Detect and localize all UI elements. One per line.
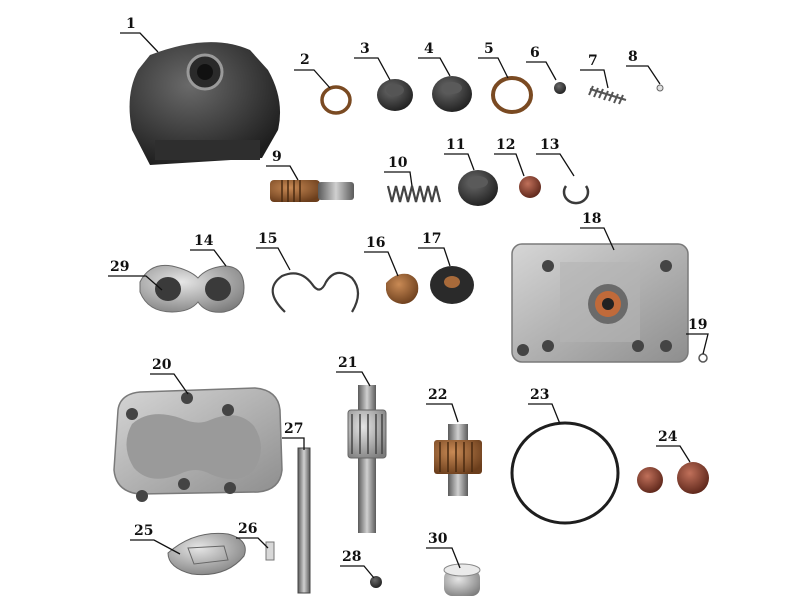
label-30: 30 bbox=[428, 531, 448, 547]
label-26: 26 bbox=[238, 521, 257, 537]
part-1-cover bbox=[129, 42, 281, 165]
part-3-seal bbox=[377, 79, 413, 111]
label-6: 6 bbox=[530, 45, 540, 61]
label-23: 23 bbox=[530, 387, 549, 403]
part-27-rod bbox=[297, 447, 311, 594]
part-21-drive-shaft bbox=[347, 385, 387, 533]
part-15-wire-clip bbox=[271, 271, 360, 313]
part-19-small-ring bbox=[698, 353, 708, 363]
part-2-o-ring bbox=[320, 85, 352, 115]
label-1: 1 bbox=[126, 16, 136, 32]
label-28: 28 bbox=[342, 549, 361, 565]
label-8: 8 bbox=[628, 49, 638, 65]
label-4: 4 bbox=[424, 41, 434, 57]
label-22: 22 bbox=[428, 387, 447, 403]
label-12: 12 bbox=[496, 137, 515, 153]
label-2: 2 bbox=[300, 52, 310, 68]
label-7: 7 bbox=[588, 53, 598, 69]
part-25-nameplate bbox=[167, 532, 246, 576]
part-28-screw bbox=[370, 576, 382, 588]
label-3: 3 bbox=[360, 41, 370, 57]
part-11-seal bbox=[458, 170, 498, 206]
part-20-pump-body bbox=[113, 387, 283, 502]
part-22-gear bbox=[434, 424, 482, 496]
label-15: 15 bbox=[258, 231, 277, 247]
part-13-circlip bbox=[562, 185, 590, 205]
label-9: 9 bbox=[272, 149, 282, 165]
part-26-bolt bbox=[265, 541, 275, 561]
label-10: 10 bbox=[388, 155, 408, 171]
label-25: 25 bbox=[134, 523, 153, 539]
label-19: 19 bbox=[688, 317, 707, 333]
part-labels: 1 2 3 4 5 6 7 8 9 10 11 12 13 14 15 16 1… bbox=[110, 16, 707, 565]
part-14-bushing bbox=[139, 264, 245, 313]
part-5-o-ring bbox=[491, 76, 533, 114]
label-14: 14 bbox=[194, 233, 214, 249]
label-20: 20 bbox=[152, 357, 172, 373]
part-17-washer bbox=[430, 266, 474, 304]
label-5: 5 bbox=[484, 41, 494, 57]
part-10-spring bbox=[386, 185, 442, 203]
part-8-pin bbox=[656, 84, 664, 92]
part-6-ball bbox=[554, 82, 566, 94]
part-9-valve-plunger bbox=[270, 180, 354, 202]
label-27: 27 bbox=[284, 421, 303, 437]
label-11: 11 bbox=[446, 137, 465, 153]
label-18: 18 bbox=[582, 211, 601, 227]
part-18-plate bbox=[511, 243, 689, 363]
label-21: 21 bbox=[338, 355, 357, 371]
label-13: 13 bbox=[540, 137, 559, 153]
part-7-spring bbox=[588, 85, 627, 105]
part-23-large-o-ring bbox=[510, 421, 620, 525]
label-24: 24 bbox=[658, 429, 678, 445]
label-17: 17 bbox=[422, 231, 441, 247]
part-24-caps bbox=[637, 462, 709, 494]
part-4-seal bbox=[432, 76, 472, 112]
label-16: 16 bbox=[366, 235, 385, 251]
leader-lines bbox=[108, 32, 709, 579]
part-16-cap bbox=[386, 273, 419, 304]
label-29: 29 bbox=[110, 259, 129, 275]
part-30-bushing bbox=[443, 563, 481, 596]
part-12-cap bbox=[519, 176, 541, 198]
